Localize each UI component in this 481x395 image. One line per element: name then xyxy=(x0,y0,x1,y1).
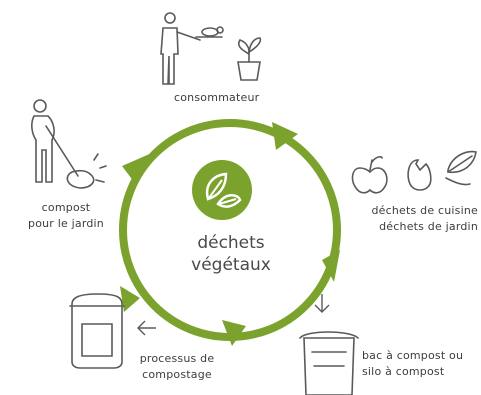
label-bac-line2: silo à compost xyxy=(362,365,445,378)
label-compost-line2: pour le jardin xyxy=(28,217,104,230)
leaf-icon xyxy=(445,150,477,186)
center-title: déchets végétaux xyxy=(176,232,286,276)
apple-icon xyxy=(351,156,388,194)
leaves-icon xyxy=(192,160,252,220)
composter-icon xyxy=(69,293,125,369)
label-consommateur: consommateur xyxy=(174,91,260,104)
label-dechets-line2: déchets de jardin xyxy=(379,220,478,233)
down-arrow xyxy=(314,294,330,313)
label-bac-line1: bac à compost ou xyxy=(362,349,464,362)
label-dechets-line1: déchets de cuisine xyxy=(371,204,478,217)
label-processus-line1: processus de xyxy=(139,352,215,365)
left-arrow xyxy=(137,320,156,336)
label-dechets: déchets de cuisine déchets de jardin xyxy=(356,203,478,235)
center-title-line2: végétaux xyxy=(191,255,271,275)
center-title-line1: déchets xyxy=(197,233,265,253)
egg-icon xyxy=(407,159,432,191)
label-compost: compost pour le jardin xyxy=(22,200,110,232)
plant-pot-icon xyxy=(237,37,262,81)
arrow-right xyxy=(322,250,340,282)
arrow-bottom-left xyxy=(120,286,140,312)
compost-silo-icon xyxy=(299,331,359,395)
person-raking-icon xyxy=(31,99,107,189)
label-processus: processus de compostage xyxy=(132,351,222,383)
arrow-top-right xyxy=(272,122,298,150)
label-processus-line2: compostage xyxy=(142,368,212,381)
arrow-bottom xyxy=(222,320,246,346)
label-compost-line1: compost xyxy=(41,201,91,214)
person-serving-icon xyxy=(160,12,224,85)
cycle-arrows xyxy=(120,122,340,346)
cycle-ring xyxy=(119,119,341,341)
arrow-left xyxy=(122,152,154,182)
label-bac: bac à compost ou silo à compost xyxy=(362,348,478,380)
